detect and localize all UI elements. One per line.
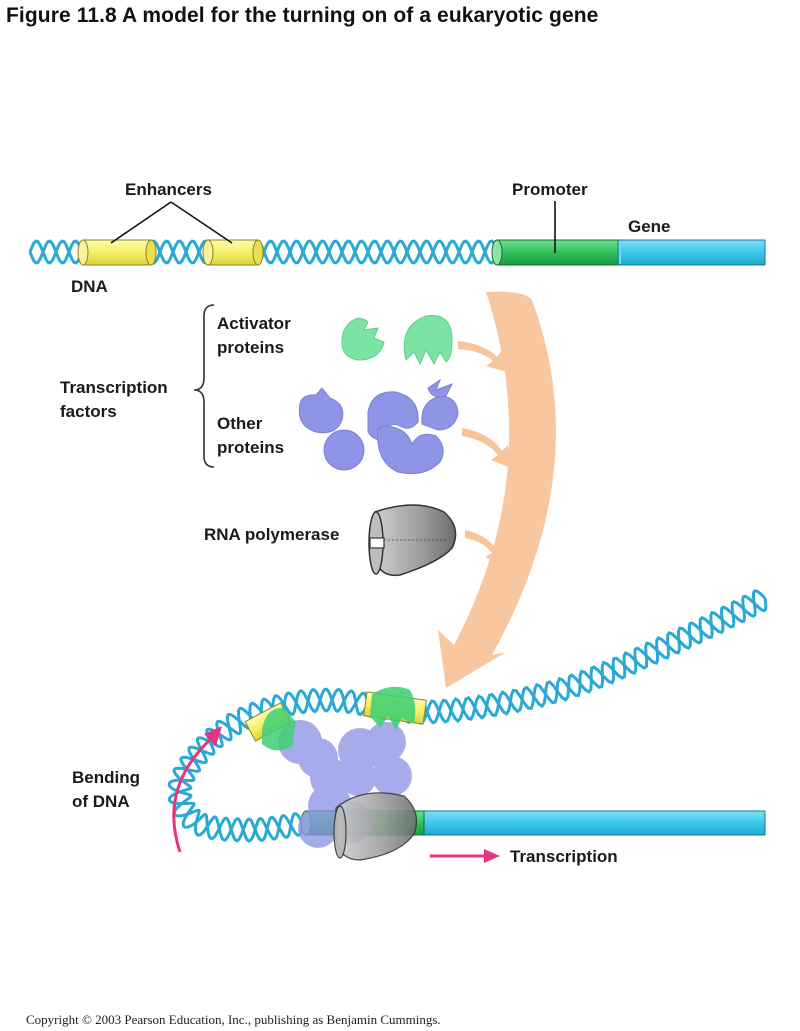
transcription-label: Transcription bbox=[510, 847, 618, 866]
transcription-arrow-head bbox=[484, 849, 500, 863]
activator-protein-1 bbox=[341, 317, 385, 361]
activator-protein-2 bbox=[403, 315, 453, 366]
activator-proteins bbox=[341, 315, 453, 366]
other-proteins bbox=[298, 378, 459, 475]
rna-polymerase bbox=[368, 504, 457, 577]
transcription-factors-label: Transcription factors bbox=[60, 378, 168, 421]
bottom-gene-segment bbox=[419, 810, 766, 836]
rna-polymerase-label: RNA polymerase bbox=[204, 525, 340, 544]
bending-arrow bbox=[172, 734, 215, 853]
bottom-dna bbox=[167, 589, 768, 861]
activator-other-brace bbox=[193, 304, 215, 468]
transcription-complex bbox=[262, 686, 417, 861]
small-feed-arrows bbox=[458, 341, 511, 566]
gene-label: Gene bbox=[628, 217, 671, 236]
figure-title: Figure 11.8 A model for the turning on o… bbox=[6, 4, 599, 27]
top-dna bbox=[28, 201, 766, 266]
gene-segment bbox=[617, 239, 766, 266]
bending-of-dna-label: Bending of DNA bbox=[72, 768, 140, 811]
process-arrow bbox=[438, 291, 556, 688]
promoter-label: Promoter bbox=[512, 180, 588, 199]
enhancer-1 bbox=[77, 239, 157, 266]
bending-arrow-head bbox=[204, 726, 222, 746]
activator-proteins-label: Activator proteins bbox=[217, 314, 291, 357]
enhancer-2 bbox=[202, 239, 264, 266]
enhancers-label: Enhancers bbox=[125, 180, 212, 199]
other-proteins-label: Other proteins bbox=[217, 414, 285, 457]
promoter-segment bbox=[491, 239, 621, 266]
dna-label: DNA bbox=[71, 277, 108, 296]
copyright-notice: Copyright © 2003 Pearson Education, Inc.… bbox=[26, 1012, 441, 1027]
